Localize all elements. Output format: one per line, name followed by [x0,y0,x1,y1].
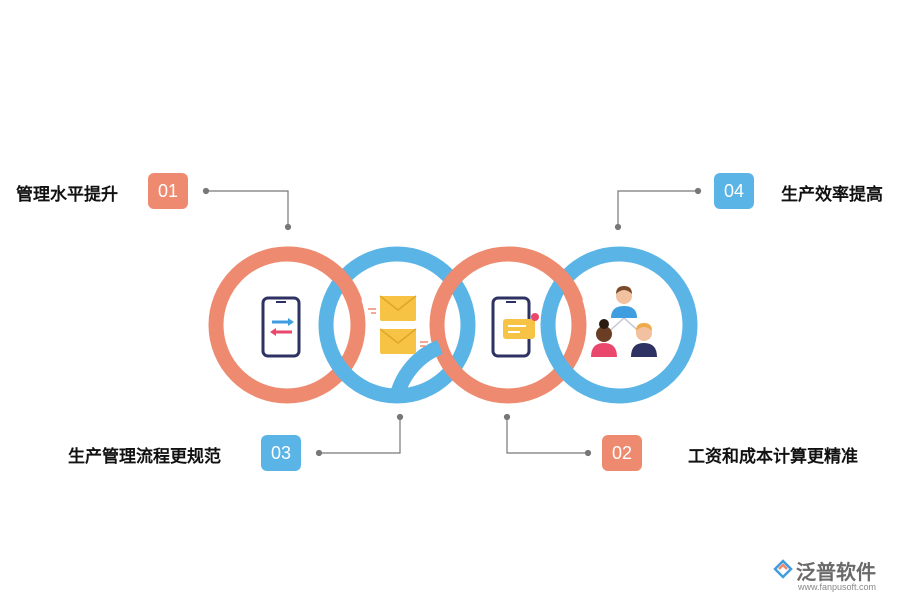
badge-02: 02 [602,435,642,471]
connector-04 [614,187,702,231]
label-03: 生产管理流程更规范 [68,447,221,467]
fanpu-logo-icon [773,559,793,579]
logo-name: 泛普软件 [796,560,876,584]
team-network-icon [591,286,657,357]
label-02: 工资和成本计算更精准 [688,447,858,467]
label-04: 生产效率提高 [781,185,883,205]
phone-transfer-icon [261,296,301,358]
badge-04: 04 [714,173,754,209]
ring-orange-1 [208,246,366,404]
ring-orange-2 [429,246,587,404]
brand-logo: 泛普软件 www.fanpusoft.com [772,556,892,596]
connector-02 [503,413,592,457]
phone-message-icon [491,296,539,358]
badge-03: 03 [261,435,301,471]
connector-03 [315,413,404,457]
ring-blue-2 [540,246,698,404]
connector-01 [202,187,292,231]
label-01: 管理水平提升 [16,185,118,205]
badge-01: 01 [148,173,188,209]
logo-url: www.fanpusoft.com [798,582,877,592]
envelopes-icon [368,295,428,354]
